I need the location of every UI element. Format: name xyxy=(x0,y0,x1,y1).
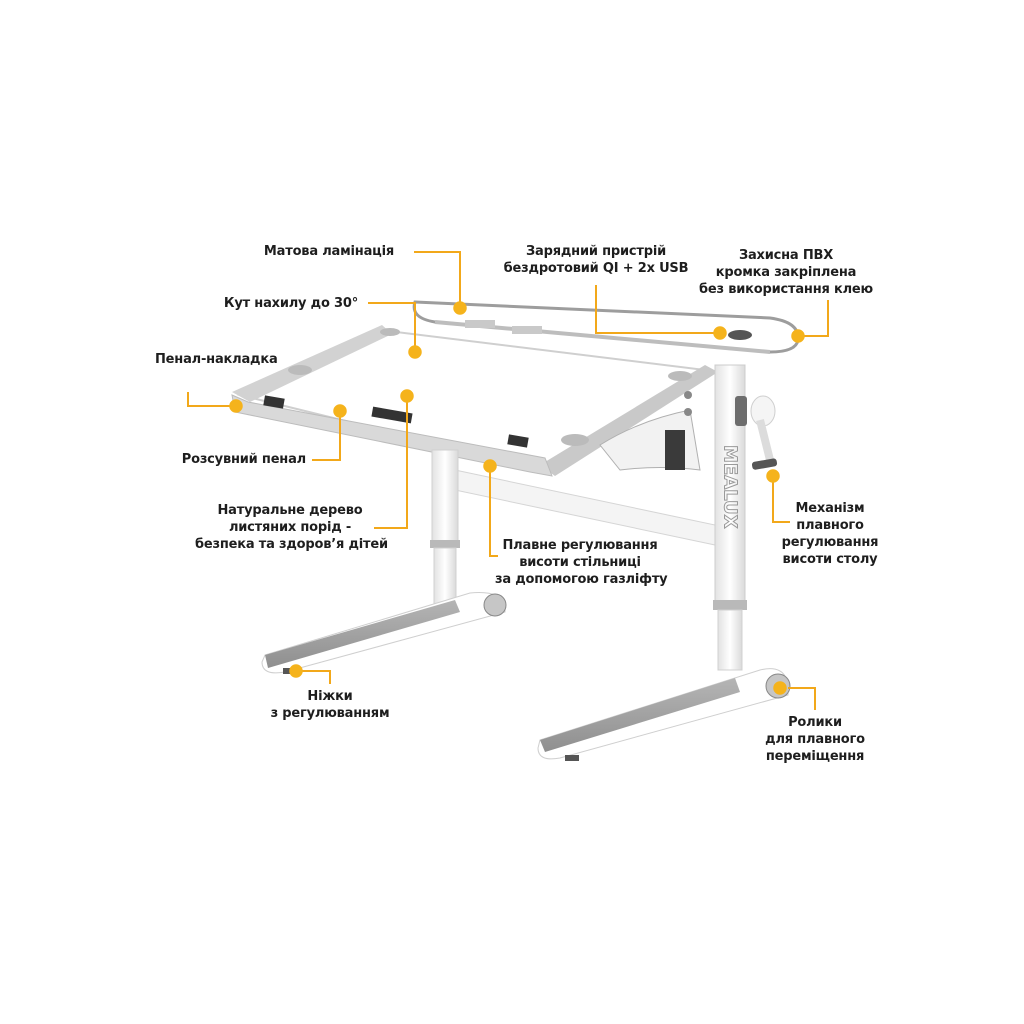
brand-mark: MEALUX xyxy=(720,445,741,529)
callout-text: переміщення xyxy=(765,749,865,764)
callout-text: регулювання xyxy=(781,535,879,550)
callout-text: безпека та здоров’я дітей xyxy=(195,537,388,552)
callout-text: Ніжки xyxy=(307,689,353,704)
shelf-panel xyxy=(412,300,800,354)
callout-adjustable-feet: Ніжки з регулюванням xyxy=(265,688,395,722)
callout-text: Пенал-накладка xyxy=(155,352,278,367)
callout-text: Зарядний пристрій xyxy=(526,244,666,259)
callout-text: висоти столу xyxy=(782,552,878,567)
desktop-surface xyxy=(231,325,718,477)
callout-text: плавного xyxy=(796,518,864,533)
callout-text: Захисна ПВХ xyxy=(738,248,834,263)
callout-text: для плавного xyxy=(765,732,865,747)
callout-natural-wood: Натуральне дерево листяних порід - безпе… xyxy=(195,502,388,553)
callout-text: без використання клею xyxy=(699,282,873,297)
right-leg: MEALUX xyxy=(537,364,791,761)
callout-text: Натуральне дерево xyxy=(217,503,363,518)
callout-text: Плавне регулювання xyxy=(502,538,658,553)
callout-text: бездротовий QI + 2x USB xyxy=(503,261,689,276)
callout-text: висоти стільниці xyxy=(519,555,641,570)
callout-text: Кут нахилу до 30° xyxy=(223,296,358,311)
callout-height-mechanism: Механізм плавного регулювання висоти сто… xyxy=(775,500,885,568)
callout-text: з регулюванням xyxy=(270,706,390,721)
callout-text: Розсувний пенал xyxy=(181,452,306,467)
callout-text: Механізм xyxy=(795,501,865,516)
callout-leader-lines xyxy=(187,251,829,710)
callout-pencil-tray: Пенал-накладка xyxy=(155,351,295,368)
callout-matte-lamination: Матова ламінація xyxy=(240,243,394,260)
callout-charger: Зарядний пристрій бездротовий QI + 2x US… xyxy=(496,243,696,277)
callout-sliding-pencil-case: Розсувний пенал xyxy=(180,451,306,468)
callout-rollers: Ролики для плавного переміщення xyxy=(760,714,870,765)
left-leg xyxy=(261,449,507,674)
callout-text: за допомогою газліфту xyxy=(495,572,668,587)
callout-tilt-angle: Кут нахилу до 30° xyxy=(210,295,358,312)
callout-pvc-edge: Захисна ПВХ кромка закріплена без викори… xyxy=(696,247,876,298)
callout-text: листяних порід - xyxy=(228,520,352,535)
callout-text: Матова ламінація xyxy=(263,244,394,259)
tilt-bracket xyxy=(599,391,701,471)
callout-gaslift: Плавне регулювання висоти стільниці за д… xyxy=(495,537,668,588)
callout-markers xyxy=(229,301,805,695)
callout-text: кромка закріплена xyxy=(715,265,857,280)
callout-text: Ролики xyxy=(788,715,842,730)
